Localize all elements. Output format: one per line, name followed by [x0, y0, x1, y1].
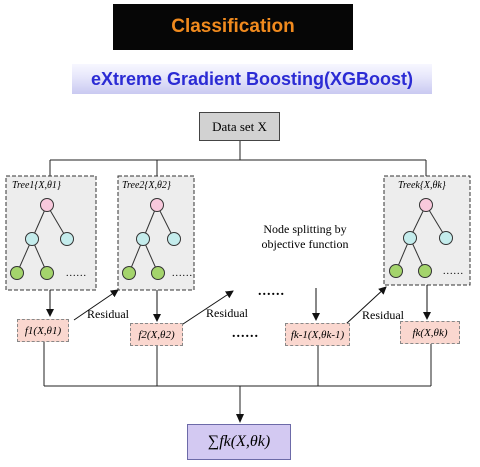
title-banner: Classification [113, 4, 353, 50]
tree-2-more: ...... [172, 268, 193, 279]
sum-arrowhead [236, 414, 244, 423]
tree-1-leaf-node [10, 266, 24, 280]
residual-label-1: Residual [87, 307, 129, 321]
tree-1-inner-node [60, 232, 74, 246]
tree-2-leaf-node [122, 266, 136, 280]
function-box-2: f2(X,θ2) [130, 323, 183, 346]
tree-k-leaf-node [389, 264, 403, 278]
tree-k-leaf-node [418, 264, 432, 278]
function-box-k: fk(X,θk) [400, 321, 460, 344]
tree-to-function-arrows [46, 285, 431, 322]
function-box-1: f1(X,θ1) [17, 319, 69, 342]
node-splitting-note: Node splitting by objective function [261, 222, 349, 251]
residual-arrows [73, 286, 387, 327]
tree-k-inner-node [403, 231, 417, 245]
tree-1-root-node [40, 198, 54, 212]
sum-connectors [43, 340, 432, 420]
tree-k-graph [389, 198, 453, 278]
tree-2-root-node [150, 198, 164, 212]
tree-1-inner-node [25, 232, 39, 246]
dataset-connectors [49, 141, 427, 176]
sum-box: ∑fk(X,θk) [187, 424, 291, 460]
tree-1-graph [10, 198, 74, 280]
tree-2-inner-node [167, 232, 181, 246]
tree-k-inner-node [439, 231, 453, 245]
residual-label-2: Residual [206, 306, 248, 320]
subtitle-banner: eXtreme Gradient Boosting(XGBoost) [72, 64, 432, 94]
ellipsis-bottom: ...... [232, 326, 259, 341]
tree-k-label: Treek{X,θk} [398, 180, 446, 191]
ellipsis-top: ...... [258, 284, 285, 299]
tree-2-label: Tree2{X,θ2} [122, 180, 171, 191]
dataset-box: Data set X [199, 112, 280, 141]
tree-k-root-node [419, 198, 433, 212]
tree-2-inner-node [136, 232, 150, 246]
tree-1-leaf-node [40, 266, 54, 280]
tree-1-more: ...... [66, 268, 87, 279]
tree-2-leaf-node [151, 266, 165, 280]
residual-label-3: Residual [362, 308, 404, 322]
page-title: Classification [171, 16, 295, 37]
function-box-k-minus-1: fk-1(X,θk-1) [285, 323, 350, 346]
tree-1-label: Tree1{X,θ1} [12, 180, 61, 191]
page-subtitle: eXtreme Gradient Boosting(XGBoost) [90, 68, 414, 89]
tree-2-graph [122, 198, 181, 280]
tree-k-more: ...... [443, 266, 464, 277]
